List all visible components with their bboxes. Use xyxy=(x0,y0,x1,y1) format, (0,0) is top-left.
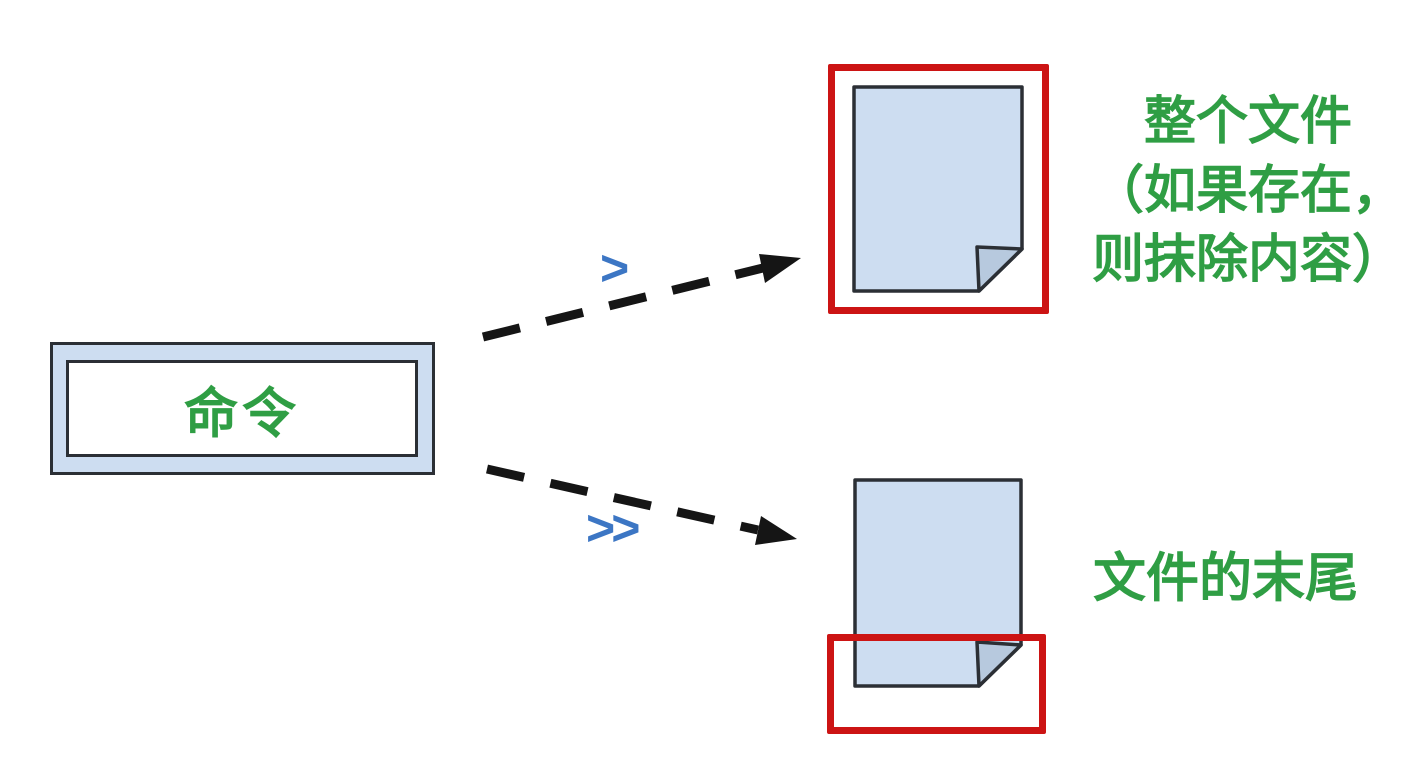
overwrite-annotation-line-3: 则抹除内容） xyxy=(1091,231,1404,289)
overwrite-operator-label: > xyxy=(600,240,630,296)
overwrite-arrow xyxy=(481,254,801,342)
whole-file-highlight-box xyxy=(828,64,1049,314)
overwrite-annotation: 整个文件 （如果存在， 则抹除内容） xyxy=(1072,88,1424,295)
overwrite-annotation-line-2: （如果存在， xyxy=(1091,162,1404,220)
command-label: 命令 xyxy=(184,384,300,444)
command-box-inner: 命令 xyxy=(66,360,418,457)
overwrite-annotation-line-1: 整个文件 xyxy=(1143,93,1352,151)
append-annotation: 文件的末尾 xyxy=(1093,549,1358,608)
document-icon-overwrite xyxy=(852,85,1024,293)
command-box: 命令 xyxy=(50,342,435,475)
end-of-file-highlight-box xyxy=(827,634,1046,734)
append-arrow xyxy=(486,464,797,545)
append-operator-label: >> xyxy=(586,500,640,556)
